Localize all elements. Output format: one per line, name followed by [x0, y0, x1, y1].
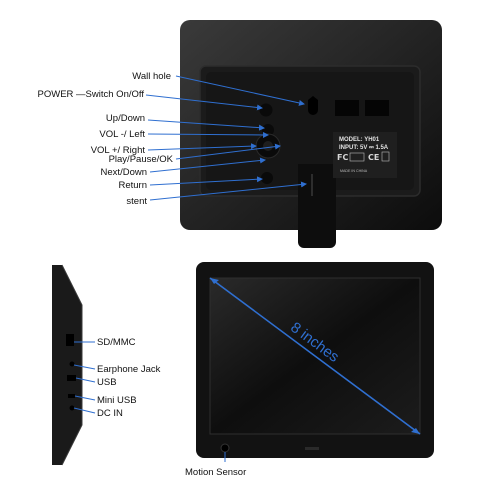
fc-mark-icon: FC — [337, 153, 348, 162]
stent-icon — [298, 164, 336, 248]
label-wall-hole: Wall hole — [132, 71, 171, 82]
rating-model: MODEL: YH01 — [339, 137, 380, 143]
sd-slot-icon — [66, 334, 74, 346]
motion-sensor-icon — [220, 443, 230, 453]
rating-made-in: MADE IN CHINA — [340, 169, 368, 173]
dc-in-port-icon — [69, 405, 75, 411]
ce-mark-icon: CE — [368, 153, 379, 162]
earphone-jack-icon — [69, 361, 75, 367]
frame-side-view — [52, 264, 83, 466]
rating-input: INPUT: 5V ⎓ 1.5A — [339, 145, 389, 151]
label-motion-sensor: Motion Sensor — [185, 467, 247, 478]
label-play-pause: Play/Pause/OK — [108, 154, 173, 165]
side-ports — [66, 334, 76, 411]
label-vol-left: VOL -/ Left — [99, 129, 145, 140]
label-usb: USB — [97, 377, 117, 388]
label-earphone-jack: Earphone Jack — [97, 364, 161, 375]
label-stent: stent — [126, 196, 147, 207]
side-callout-arrows — [73, 341, 96, 414]
label-mini-usb: Mini USB — [97, 395, 137, 406]
label-return: Return — [118, 180, 147, 191]
frame-back-view: FC CE — [180, 20, 442, 248]
label-power: POWER —Switch On/Off — [37, 89, 144, 100]
weee-mark-icon — [381, 151, 390, 162]
label-dc-in: DC IN — [97, 408, 123, 419]
return-button-icon — [261, 172, 273, 184]
back-callout-arrows — [145, 75, 307, 201]
label-next-down: Next/Down — [100, 167, 147, 178]
label-up-down: Up/Down — [105, 113, 145, 124]
wall-hole-icon — [308, 96, 318, 115]
label-sd-mmc: SD/MMC — [97, 337, 136, 348]
frame-front-view — [196, 262, 434, 458]
mini-usb-port-icon — [68, 394, 75, 398]
usb-port-icon — [67, 375, 76, 381]
power-button-icon — [259, 103, 273, 117]
speaker-grille-icon — [335, 100, 389, 116]
label-vol-right: VOL +/ Right — [90, 145, 145, 156]
rohs-mark-icon — [349, 152, 365, 162]
rating-plate — [333, 132, 397, 178]
ok-button-icon — [263, 141, 273, 151]
